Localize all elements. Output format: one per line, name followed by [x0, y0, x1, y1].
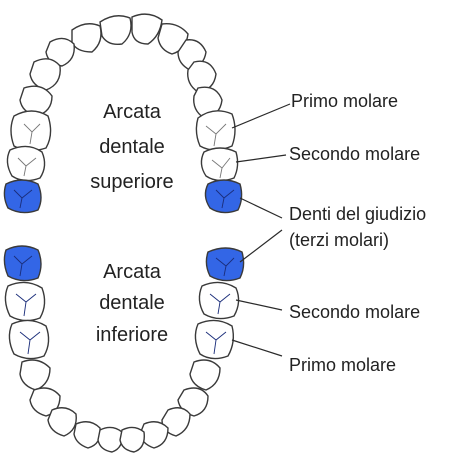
lower-second-premolar-right: [189, 359, 221, 391]
lower-second-premolar-left: [19, 359, 51, 391]
callout-wisdom-teeth-line1: Denti del giudizio: [289, 204, 426, 224]
lower-lateral-incisor-left: [73, 421, 101, 449]
callout-lower-first-molar: Primo molare: [289, 355, 396, 375]
upper-central-incisor-left: [99, 15, 132, 46]
upper-wisdom-tooth-left: [3, 179, 42, 214]
upper-dental-arch: [3, 13, 243, 214]
lower-wisdom-tooth-right: [205, 247, 245, 282]
upper-lateral-incisor-left: [71, 23, 102, 53]
upper-second-premolar-left: [19, 85, 53, 117]
lower-central-incisor-right: [119, 426, 145, 453]
lower-first-molar-right: [194, 319, 235, 360]
upper-wisdom-tooth-right: [204, 179, 243, 214]
upper-arch-label: Arcata dentale superiore: [90, 101, 173, 193]
upper-second-molar-right: [200, 147, 239, 182]
callout-upper-second-molar: Secondo molare: [289, 144, 420, 164]
upper-arch-label-line3: superiore: [90, 171, 173, 193]
lower-arch-label: Arcata dentale inferiore: [96, 261, 168, 346]
leader-lower-second-molar: [235, 299, 283, 311]
leader-upper-wisdom-tooth: [239, 197, 283, 219]
lower-dental-arch: [3, 245, 245, 453]
upper-arch-label-line2: dentale: [99, 136, 165, 158]
leader-lower-first-molar: [231, 339, 283, 357]
leader-upper-first-molar: [231, 103, 291, 129]
upper-central-incisor-right: [131, 13, 163, 45]
callout-upper-first-molar: Primo molare: [291, 91, 398, 111]
leader-upper-second-molar: [235, 154, 287, 163]
lower-arch-label-line2: dentale: [99, 292, 165, 314]
upper-arch-label-line1: Arcata: [103, 101, 162, 123]
lower-second-molar-right: [198, 281, 240, 320]
upper-first-molar-right: [195, 110, 236, 151]
callout-lower-second-molar: Secondo molare: [289, 302, 420, 322]
leader-lower-wisdom-tooth: [239, 229, 283, 263]
upper-first-premolar-left: [29, 58, 61, 91]
callout-wisdom-teeth-line2: (terzi molari): [289, 230, 389, 250]
lower-canine-left: [47, 407, 77, 437]
upper-second-molar-left: [6, 145, 46, 182]
lower-arch-label-line1: Arcata: [103, 261, 162, 283]
lower-arch-label-line3: inferiore: [96, 324, 168, 346]
lower-central-incisor-left: [97, 426, 123, 453]
